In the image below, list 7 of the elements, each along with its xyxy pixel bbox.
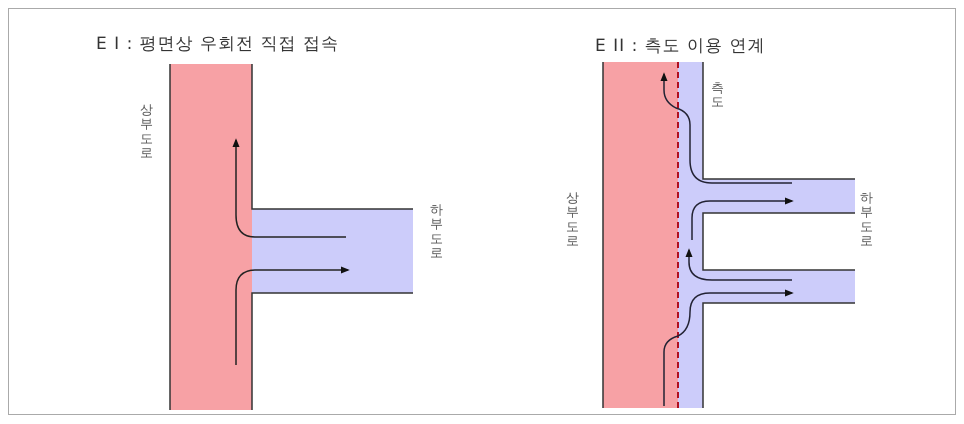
road-label: 하부도로 [860,192,873,250]
road-label: 측도 [711,82,724,111]
road-label: 하부도로 [430,204,443,262]
road-label: 상부도로 [566,192,579,250]
panel-title: E I : 평면상 우회전 직접 접속 [96,33,339,55]
road-label: 상부도로 [140,104,153,162]
panel-title: E II : 측도 이용 연계 [595,35,766,57]
